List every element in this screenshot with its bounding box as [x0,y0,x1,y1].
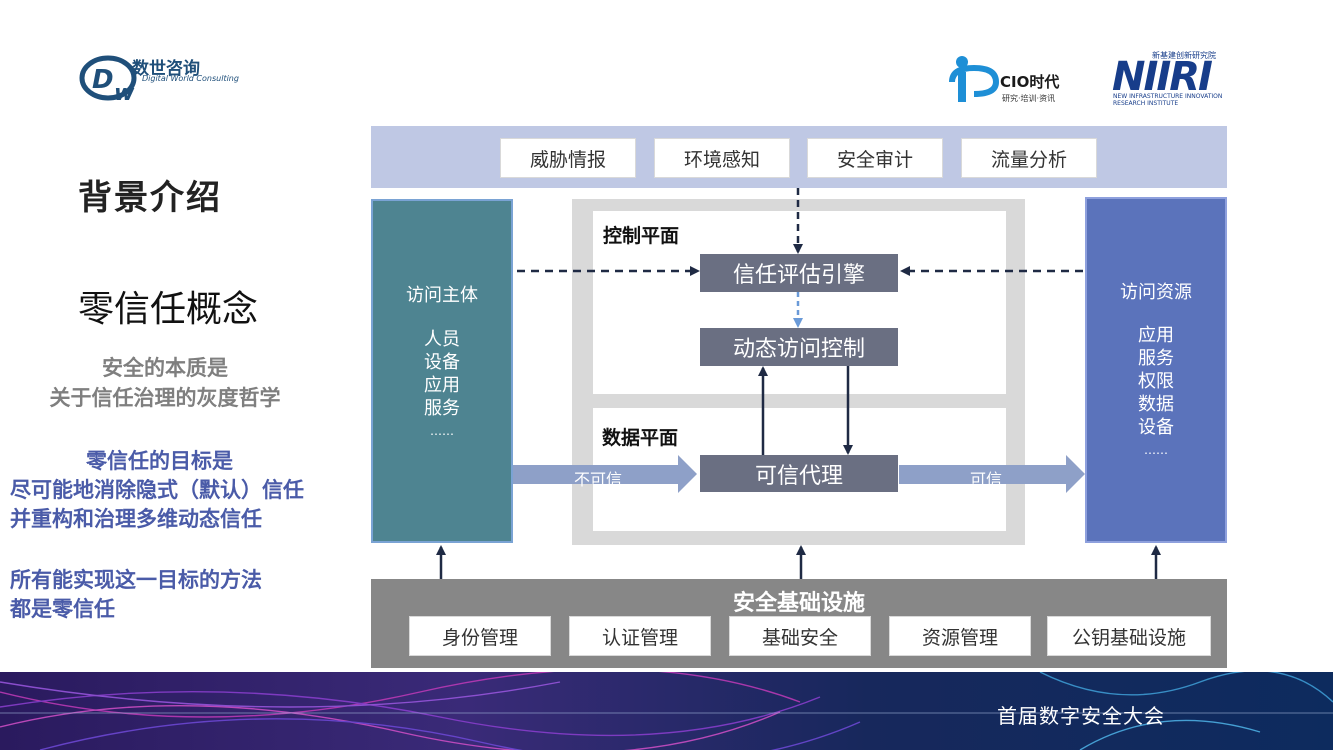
niiri-sub-line1: NEW INFRASTRUCTURE INNOVATION [1113,93,1223,100]
cio-logo-name: CIO时代 [1000,73,1060,91]
infra-identity-mgmt: 身份管理 [409,616,551,656]
subject-item: 设备 [424,352,460,373]
infra-pki: 公钥基础设施 [1047,616,1211,656]
method-line-1: 所有能实现这一目标的方法 [10,568,262,592]
infra-basic-security: 基础安全 [729,616,871,656]
niiri-logo-top: 新基建创新研究院 [1152,51,1216,60]
top-item-threat-intel: 威胁情报 [500,138,636,178]
essence-line-1: 安全的本质是 [102,356,228,380]
resource-item: 数据 [1138,394,1174,415]
trusted-label: 可信 [970,470,1003,489]
subject-item: 应用 [424,375,460,396]
access-subject-panel: 访问主体 人员 设备 应用 服务 …… [371,199,513,543]
trusted-proxy-box: 可信代理 [700,455,898,492]
security-infra-title: 安全基础设施 [732,591,865,616]
resource-item: 设备 [1138,417,1174,438]
infra-resource-mgmt: 资源管理 [889,616,1031,656]
dw-logo-sub: Digital World Consulting [142,74,239,83]
goal-line-1: 零信任的目标是 [86,449,233,473]
method-line-2: 都是零信任 [10,597,115,621]
top-item-traffic-analysis: 流量分析 [961,138,1097,178]
subject-item: 人员 [424,329,460,350]
access-resource-panel: 访问资源 应用 服务 权限 数据 设备 …… [1085,197,1227,543]
access-subject-list: 人员 设备 应用 服务 …… [373,328,511,443]
subject-item: …… [430,424,454,438]
niiri-logo-sub: NEW INFRASTRUCTURE INNOVATION RESEARCH I… [1113,93,1222,107]
niiri-sub-line2: RESEARCH INSTITUTE [1113,100,1179,107]
goal-line-3: 并重构和治理多维动态信任 [10,507,262,531]
dashed-arrows [517,188,1083,328]
svg-text:w: w [114,81,135,104]
untrusted-arrow [513,455,697,493]
essence-text: 安全的本质是 关于信任治理的灰度哲学 [20,353,310,413]
resource-item: 权限 [1138,371,1174,392]
resource-item: …… [1144,443,1168,457]
essence-line-2: 关于信任治理的灰度哲学 [49,386,281,410]
section-title: 背景介绍 [78,178,222,218]
resource-item: 应用 [1138,325,1174,346]
subject-item: 服务 [424,398,460,419]
solid-arrows [436,365,1161,581]
access-resource-list: 应用 服务 权限 数据 设备 …… [1087,324,1225,462]
resource-item: 服务 [1138,348,1174,369]
niiri-logo-name: NIIRI [1112,54,1213,100]
cio-logo-sub: 研究·培训·资讯 [1002,94,1056,103]
trusted-arrow [899,455,1085,493]
goal-text: 零信任的目标是 尽可能地消除隐式（默认）信任 并重构和治理多维动态信任 [10,447,304,534]
dynamic-access-box: 动态访问控制 [700,328,898,366]
dw-logo-mark: D w [79,55,137,104]
trust-engine-box: 信任评估引擎 [700,254,898,292]
cio-logo-mark [949,56,1000,102]
footer-conference-name: 首届数字安全大会 [997,704,1165,728]
access-subject-title: 访问主体 [406,285,478,306]
dw-logo-name: 数世咨询 [132,59,200,79]
svg-text:D: D [92,65,114,95]
section-subtitle: 零信任概念 [78,289,259,330]
footer-banner [0,672,1333,750]
method-text: 所有能实现这一目标的方法 都是零信任 [10,566,262,624]
untrusted-label: 不可信 [574,470,623,489]
data-plane-label: 数据平面 [602,427,679,449]
top-item-security-audit: 安全审计 [807,138,943,178]
control-plane-label: 控制平面 [603,225,680,247]
access-resource-title: 访问资源 [1120,282,1192,303]
infra-auth-mgmt: 认证管理 [569,616,711,656]
top-item-env-awareness: 环境感知 [654,138,790,178]
goal-line-2: 尽可能地消除隐式（默认）信任 [10,478,304,502]
